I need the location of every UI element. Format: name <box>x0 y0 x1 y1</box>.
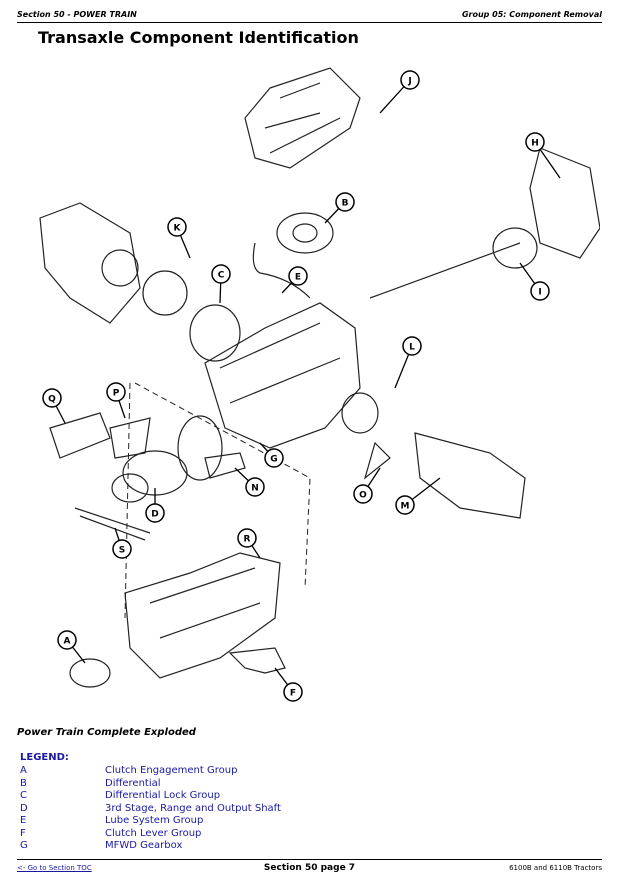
callout-r: R <box>237 528 261 559</box>
legend-item: F Clutch Lever Group <box>20 828 281 841</box>
callout-label: N <box>251 484 259 494</box>
callout-label: M <box>401 502 410 512</box>
part-A <box>69 658 111 688</box>
legend-item: D 3rd Stage, Range and Output Shaft <box>20 803 281 816</box>
legend-key: F <box>20 827 26 839</box>
callout-e: E <box>281 266 308 294</box>
part-G-case <box>204 302 361 449</box>
legend-item: A Clutch Engagement Group <box>20 765 281 778</box>
callout-label: H <box>531 139 539 149</box>
legend-text: Lube System Group <box>105 815 204 826</box>
callout-j: J <box>379 70 420 114</box>
callout-label: K <box>174 224 182 234</box>
legend-key: D <box>20 802 28 814</box>
section-label: Section 50 - POWER TRAIN <box>17 10 137 19</box>
part-S <box>74 507 151 534</box>
legend-item: B Differential <box>20 778 281 791</box>
group-label: Group 05: Component Removal <box>461 10 602 19</box>
part-F <box>228 647 286 674</box>
figure-caption: Power Train Complete Exploded <box>17 727 196 738</box>
part-C <box>189 304 241 362</box>
legend-key: B <box>20 777 27 789</box>
callout-label: C <box>218 271 225 281</box>
callout-label: J <box>407 77 411 87</box>
legend-text: Clutch Engagement Group <box>105 765 238 776</box>
part-H <box>529 147 600 259</box>
part-M <box>414 432 526 519</box>
legend-item: G MFWD Gearbox <box>20 840 281 853</box>
callout-s: S <box>112 527 132 559</box>
page-header: Section 50 - POWER TRAIN Group 05: Compo… <box>17 4 602 23</box>
part-J <box>244 67 361 169</box>
callout-l: L <box>394 336 422 389</box>
part-Q <box>49 412 111 459</box>
callout-label: R <box>244 535 251 545</box>
callout-f: F <box>274 667 303 702</box>
callout-label: G <box>270 455 277 465</box>
callout-a: A <box>57 630 86 664</box>
callout-label: E <box>295 273 301 283</box>
exploded-diagram: J H B K C E I L Q P G N D O M S R A F <box>39 67 600 702</box>
callout-n: N <box>234 467 265 497</box>
callout-q: Q <box>42 388 66 424</box>
callout-g: G <box>259 442 284 468</box>
model-label: 6100B and 6110B Tractors <box>509 864 602 872</box>
callout-label: I <box>538 288 541 298</box>
legend-item: E Lube System Group <box>20 815 281 828</box>
callout-k: K <box>167 217 191 259</box>
part-K-housing <box>39 202 141 324</box>
callout-label: D <box>151 510 158 520</box>
part-R <box>124 552 281 679</box>
page-footer: <- Go to Section TOC Section 50 page 7 6… <box>17 859 602 880</box>
part-I-shaft <box>369 242 521 299</box>
page-title: Transaxle Component Identification <box>38 28 359 47</box>
part-E <box>252 242 311 299</box>
callout-i: I <box>519 262 550 301</box>
legend-text: 3rd Stage, Range and Output Shaft <box>105 802 281 814</box>
callout-o: O <box>353 467 381 504</box>
callout-c: C <box>211 264 231 304</box>
legend-item: C Differential Lock Group <box>20 790 281 803</box>
callout-p: P <box>106 382 126 419</box>
legend-text: Differential Lock Group <box>105 790 221 801</box>
callout-b: B <box>324 192 355 224</box>
legend-title: LEGEND: <box>20 752 69 763</box>
callout-h: H <box>525 132 561 179</box>
part-O <box>363 441 391 480</box>
legend-text: MFWD Gearbox <box>105 840 183 851</box>
callout-label: O <box>359 491 367 501</box>
legend-key: G <box>20 840 28 851</box>
callout-label: F <box>290 689 296 699</box>
legend-key: C <box>20 790 27 801</box>
callout-label: S <box>119 546 125 556</box>
legend-text: Differential <box>105 777 161 789</box>
part-P <box>109 417 151 459</box>
callout-d: D <box>145 488 165 523</box>
callout-label: L <box>409 343 415 353</box>
part-B <box>276 212 334 254</box>
callout-label: P <box>113 389 120 399</box>
callout-label: Q <box>48 395 56 405</box>
legend-key: E <box>20 815 27 826</box>
callout-label: B <box>342 199 349 209</box>
toc-link[interactable]: <- Go to Section TOC <box>17 864 92 872</box>
part-L <box>341 392 379 434</box>
callout-label: A <box>64 637 71 647</box>
part-N <box>204 452 246 479</box>
page-number: Section 50 page 7 <box>263 863 356 873</box>
legend-text: Clutch Lever Group <box>105 827 202 839</box>
callout-m: M <box>395 477 441 515</box>
legend-key: A <box>20 765 27 776</box>
